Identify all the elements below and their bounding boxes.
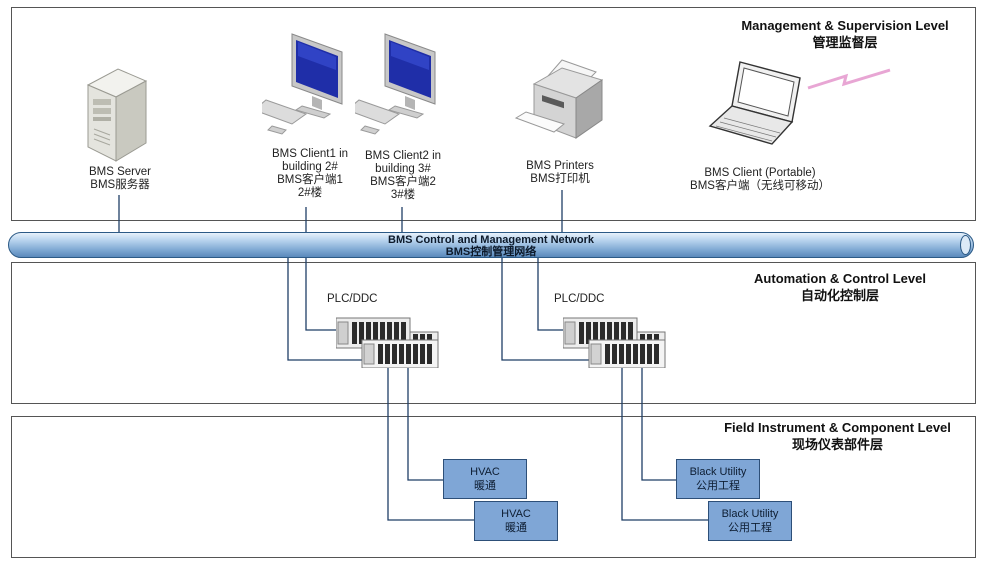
management-title-zh: 管理监督层 [812,35,878,50]
utility-box-1: Black Utility 公用工程 [676,459,760,499]
client1-label: BMS Client1 in building 2# BMS客户端1 2#楼 [255,148,365,200]
client2-line2: building 3# [375,163,431,175]
hvac-1-en: HVAC [470,466,500,478]
wire-bus-plc2-b [537,257,567,331]
client1-line2: building 2# [282,161,338,173]
hvac-2-en: HVAC [501,508,531,520]
printers-label-zh: BMS打印机 [530,173,590,185]
management-level-box [11,7,976,221]
utility-1-zh: 公用工程 [696,480,740,492]
wireless-signal-icon [807,68,891,90]
bus-label: BMS Control and Management Network BMS控制… [9,234,973,258]
wire-plc2-utility2 [621,364,708,521]
automation-title-zh: 自动化控制层 [800,288,879,303]
wire-plc1-hvac2 [387,364,474,521]
wire-bus-plc2-a [501,257,595,361]
hvac-box-1: HVAC 暖通 [443,459,527,499]
server-icon [86,68,148,162]
management-title-en: Management & Supervision Level [741,18,949,33]
client1-line3: BMS客户端1 [277,174,343,186]
plc-controller-icon [336,317,439,368]
automation-level-box [11,262,976,404]
wire-plc1-hvac1 [407,364,444,481]
printers-label-en: BMS Printers [526,160,594,172]
hvac-2-zh: 暖通 [505,522,527,534]
portable-label-zh: BMS客户端（无线可移动） [690,180,830,192]
bus-label-zh: BMS控制管理网络 [445,246,537,258]
desktop-computer-icon [355,33,436,135]
utility-2-en: Black Utility [721,508,779,520]
laptop-icon [708,61,801,145]
management-level-title: Management & Supervision Level 管理监督层 [720,17,970,51]
server-label-zh: BMS服务器 [90,179,150,191]
plc-controller-icon [563,317,666,368]
utility-1-en: Black Utility [689,466,747,478]
plc1-label: PLC/DDC [327,293,378,305]
automation-level-title: Automation & Control Level 自动化控制层 [715,270,965,304]
server-label: BMS Server BMS服务器 [70,166,170,192]
client1-line1: BMS Client1 in [271,148,349,160]
client2-line1: BMS Client2 in [364,150,442,162]
wire-bus-plc1-b [305,257,340,331]
plc2-label: PLC/DDC [554,293,605,305]
automation-title-en: Automation & Control Level [754,271,926,286]
bus-end-cap [960,235,971,255]
printer-icon [514,59,604,139]
wire-bus-plc1-a [287,257,368,361]
hvac-1-zh: 暖通 [474,480,496,492]
bus-label-en: BMS Control and Management Network [388,234,594,246]
hvac-box-2: HVAC 暖通 [474,501,558,541]
field-title-zh: 现场仪表部件层 [791,437,883,452]
desktop-computer-icon [262,33,343,135]
server-label-en: BMS Server [89,166,151,178]
printers-label: BMS Printers BMS打印机 [505,160,615,186]
wire-plc2-utility1 [641,364,676,481]
utility-box-2: Black Utility 公用工程 [708,501,792,541]
portable-label-en: BMS Client (Portable) [704,167,816,179]
portable-label: BMS Client (Portable) BMS客户端（无线可移动） [680,167,840,193]
utility-2-zh: 公用工程 [728,522,772,534]
bms-network-bus: BMS Control and Management Network BMS控制… [8,232,974,258]
client1-line4: 2#楼 [297,187,323,199]
field-level-title: Field Instrument & Component Level 现场仪表部… [705,419,970,453]
client2-line4: 3#楼 [390,189,416,201]
field-title-en: Field Instrument & Component Level [724,420,951,435]
client2-line3: BMS客户端2 [370,176,436,188]
client2-label: BMS Client2 in building 3# BMS客户端2 3#楼 [348,150,458,202]
